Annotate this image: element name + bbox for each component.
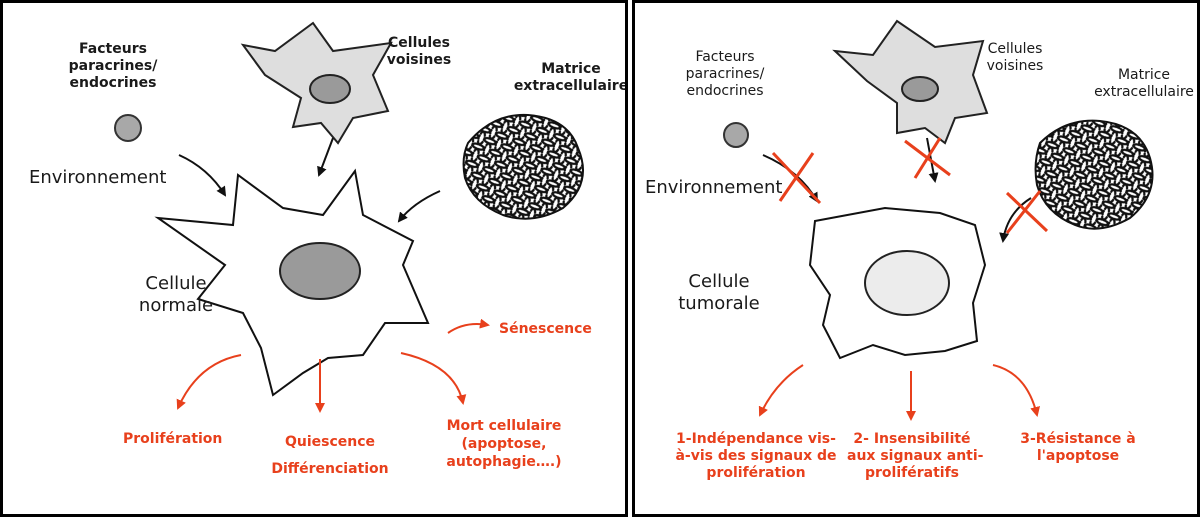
arrow-paracrine-to-cell <box>178 154 227 197</box>
proliferation-label: Prolifération <box>123 431 223 447</box>
paracrine-line: Facteurs <box>695 49 755 65</box>
block-x-icon <box>1005 190 1049 234</box>
matrix-label: Matrice extracellulaire <box>511 61 628 95</box>
cell-type-label: Cellule tumorale <box>669 271 769 314</box>
matrix-line: Matrice <box>1117 67 1171 83</box>
paracrine-line: paracrines/ <box>685 65 765 82</box>
matrix-line: extracellulaire <box>1094 83 1194 100</box>
arrow-to-senescence <box>447 318 490 334</box>
paracrine-label: Facteurs paracrines/ endocrines <box>675 49 775 99</box>
cell-type-line: tumorale <box>678 292 760 314</box>
matrix-label: Matrice extracellulaire <box>1089 67 1197 101</box>
paracrine-factor-icon <box>723 122 749 148</box>
neighbors-line: Cellules <box>388 35 450 51</box>
matrix-line: Matrice <box>541 61 601 77</box>
differentiation-line: Différenciation <box>271 460 389 477</box>
cell-type-line: Cellule <box>688 271 750 292</box>
neighbor-nucleus-icon <box>901 76 939 102</box>
neighbors-label: Cellules voisines <box>970 41 1060 75</box>
cell-death-line: Mort cellulaire <box>446 418 562 434</box>
paracrine-factor-icon <box>114 114 142 142</box>
tumor-cell-panel: Facteurs paracrines/ endocrines Cellules… <box>632 0 1200 517</box>
independence-line: prolifération <box>706 464 806 481</box>
apoptosis-resistance-line: l'apoptose <box>1036 447 1120 464</box>
arrow-matrix-blocked <box>999 197 1032 243</box>
normal-cell-panel: Facteurs paracrines/ endocrines Cellules… <box>0 0 628 517</box>
matrix-line: extracellulaire <box>513 77 628 94</box>
paracrine-line: paracrines/ <box>68 57 158 74</box>
tumor-cell-diagram <box>723 19 1154 421</box>
independence-label: 1-Indépendance vis- à-vis des signaux de… <box>671 431 841 481</box>
arrow-neighbor-to-cell <box>317 137 334 177</box>
block-x-icon <box>904 137 951 179</box>
insensitivity-line: prolifératifs <box>865 464 959 481</box>
matrix-mesh-icon <box>1034 119 1154 230</box>
neighbors-line: Cellules <box>987 41 1043 57</box>
insensitivity-line: aux signaux anti- <box>847 447 984 464</box>
paracrine-line: endocrines <box>69 74 157 91</box>
normal-cell-diagram <box>114 21 584 413</box>
cell-type-line: Cellule <box>145 273 207 294</box>
senescence-label: Sénescence <box>499 321 592 337</box>
paracrine-label: Facteurs paracrines/ endocrines <box>63 41 163 91</box>
apoptosis-resistance-line: 3-Résistance à <box>1020 431 1136 447</box>
quiescence-label: Quiescence Différenciation <box>265 429 395 482</box>
environment-label: Environnement <box>645 177 783 198</box>
arrow-to-independence <box>758 364 804 417</box>
independence-line: à-vis des signaux de <box>675 447 837 464</box>
arrow-matrix-to-cell <box>397 190 441 223</box>
matrix-mesh-icon <box>462 113 584 220</box>
insensitivity-label: 2- Insensibilité aux signaux anti- proli… <box>847 431 984 481</box>
normal-nucleus-icon <box>279 242 361 300</box>
neighbors-line: voisines <box>386 51 452 68</box>
arrow-to-apoptosis-resistance <box>992 364 1041 417</box>
cell-death-line: (apoptose, <box>461 436 547 453</box>
arrow-to-death <box>400 352 467 405</box>
cell-type-label: Cellule normale <box>131 273 221 316</box>
neighbors-label: Cellules voisines <box>369 35 469 69</box>
tumor-nucleus-icon <box>864 250 950 316</box>
cell-type-line: normale <box>138 294 214 316</box>
insensitivity-line: 2- Insensibilité <box>853 431 971 447</box>
quiescence-line: Quiescence <box>284 434 376 450</box>
neighbor-nucleus-icon <box>309 74 351 104</box>
cell-death-label: Mort cellulaire (apoptose, autophagie….) <box>439 417 569 472</box>
environment-label: Environnement <box>29 167 167 188</box>
apoptosis-resistance-label: 3-Résistance à l'apoptose <box>1013 431 1143 465</box>
independence-line: 1-Indépendance vis- <box>676 431 836 447</box>
paracrine-line: endocrines <box>686 82 764 99</box>
block-x-icon <box>771 151 822 205</box>
cell-death-line: autophagie….) <box>446 454 562 471</box>
neighbors-line: voisines <box>986 57 1044 74</box>
arrow-to-proliferation <box>176 354 242 410</box>
paracrine-line: Facteurs <box>79 41 147 57</box>
